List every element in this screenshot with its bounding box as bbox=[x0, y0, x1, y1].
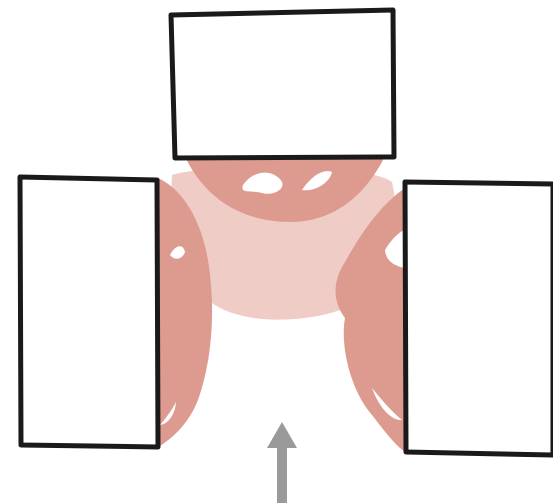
arrow-shaft bbox=[277, 445, 287, 503]
top-box bbox=[171, 10, 394, 158]
right-box bbox=[405, 182, 553, 455]
left-box bbox=[20, 177, 158, 447]
up-arrow-icon bbox=[267, 422, 297, 448]
